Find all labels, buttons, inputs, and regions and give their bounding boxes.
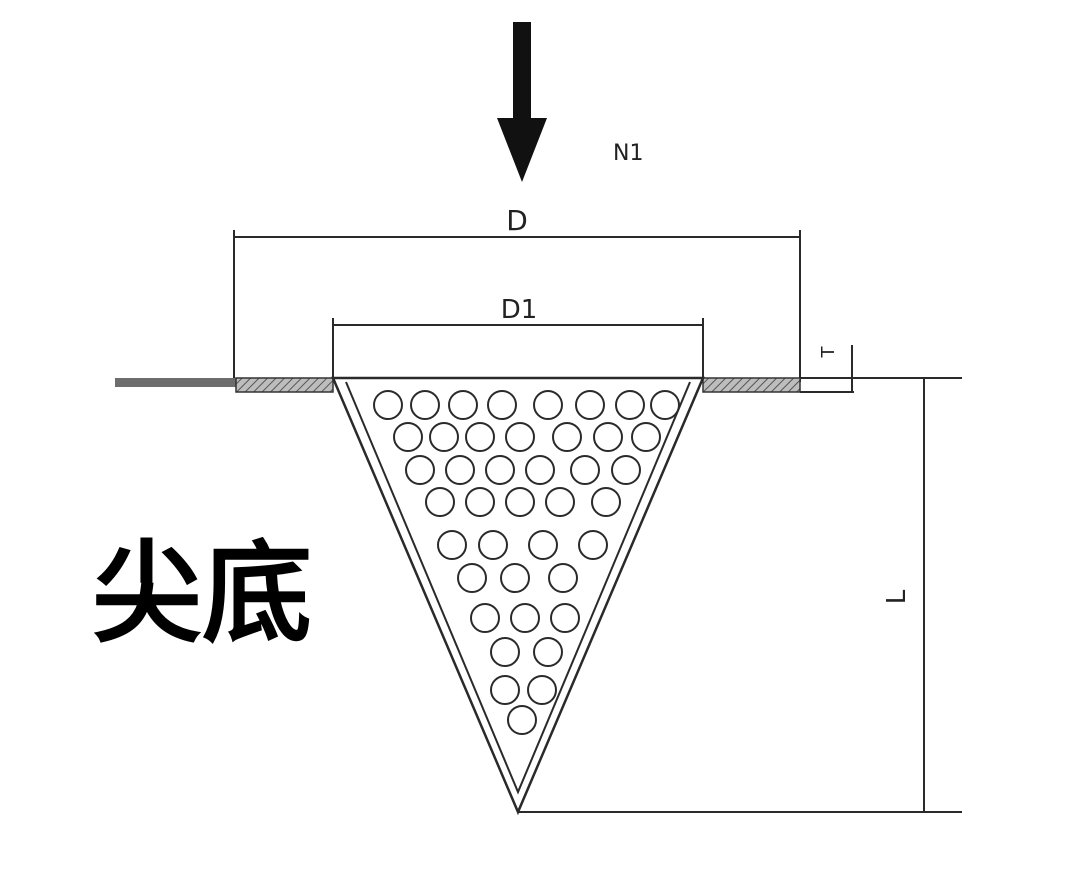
perforation-hole (533, 637, 563, 667)
perforation-hole (631, 422, 661, 452)
perforation-hole (429, 422, 459, 452)
down-arrow-icon (497, 22, 547, 182)
dimension-t-label: T (818, 346, 839, 359)
perforation-hole (487, 390, 517, 420)
perforation-hole (505, 422, 535, 452)
dimension-l (518, 377, 962, 813)
perforation-hole (437, 530, 467, 560)
dimension-l-label: L (882, 589, 912, 604)
perforation-hole (470, 603, 500, 633)
perforation-hole (615, 390, 645, 420)
diagram-title: 尖底 (92, 530, 312, 658)
perforation-hole (445, 455, 475, 485)
dimension-t (800, 345, 854, 393)
perforation-hole (527, 675, 557, 705)
perforation-hole (448, 390, 478, 420)
dimension-d1-label: D1 (501, 295, 538, 325)
perforation-hole (505, 487, 535, 517)
perforation-hole (533, 390, 563, 420)
perforation-hole (552, 422, 582, 452)
flow-label: N1 (613, 141, 643, 166)
perforation-hole (545, 487, 575, 517)
perforation-hole (490, 637, 520, 667)
perforation-hole (478, 530, 508, 560)
dimension-d-label: D (506, 204, 528, 237)
perforation-hole (405, 455, 435, 485)
perforation-hole (593, 422, 623, 452)
perforation-hole (650, 390, 680, 420)
perforation-hole (465, 487, 495, 517)
dimension-d1 (332, 318, 704, 380)
dimension-d (233, 230, 801, 382)
perforation-hole (410, 390, 440, 420)
perforation-hole (393, 422, 423, 452)
perforation-hole (457, 563, 487, 593)
perforation-hole (570, 455, 600, 485)
perforation-hole (465, 422, 495, 452)
perforation-hole (591, 487, 621, 517)
perforation-hole (373, 390, 403, 420)
perforation-hole (490, 675, 520, 705)
cone-body (331, 376, 705, 816)
perforation-hole (507, 705, 537, 735)
perforation-hole (485, 455, 515, 485)
perforation-holes (373, 390, 680, 735)
perforation-hole (611, 455, 641, 485)
perforation-hole (575, 390, 605, 420)
perforation-hole (525, 455, 555, 485)
perforation-hole (425, 487, 455, 517)
perforation-hole (510, 603, 540, 633)
perforation-hole (578, 530, 608, 560)
perforation-hole (550, 603, 580, 633)
flange-plate (115, 377, 801, 393)
perforation-hole (528, 530, 558, 560)
perforation-hole (500, 563, 530, 593)
perforation-hole (548, 563, 578, 593)
